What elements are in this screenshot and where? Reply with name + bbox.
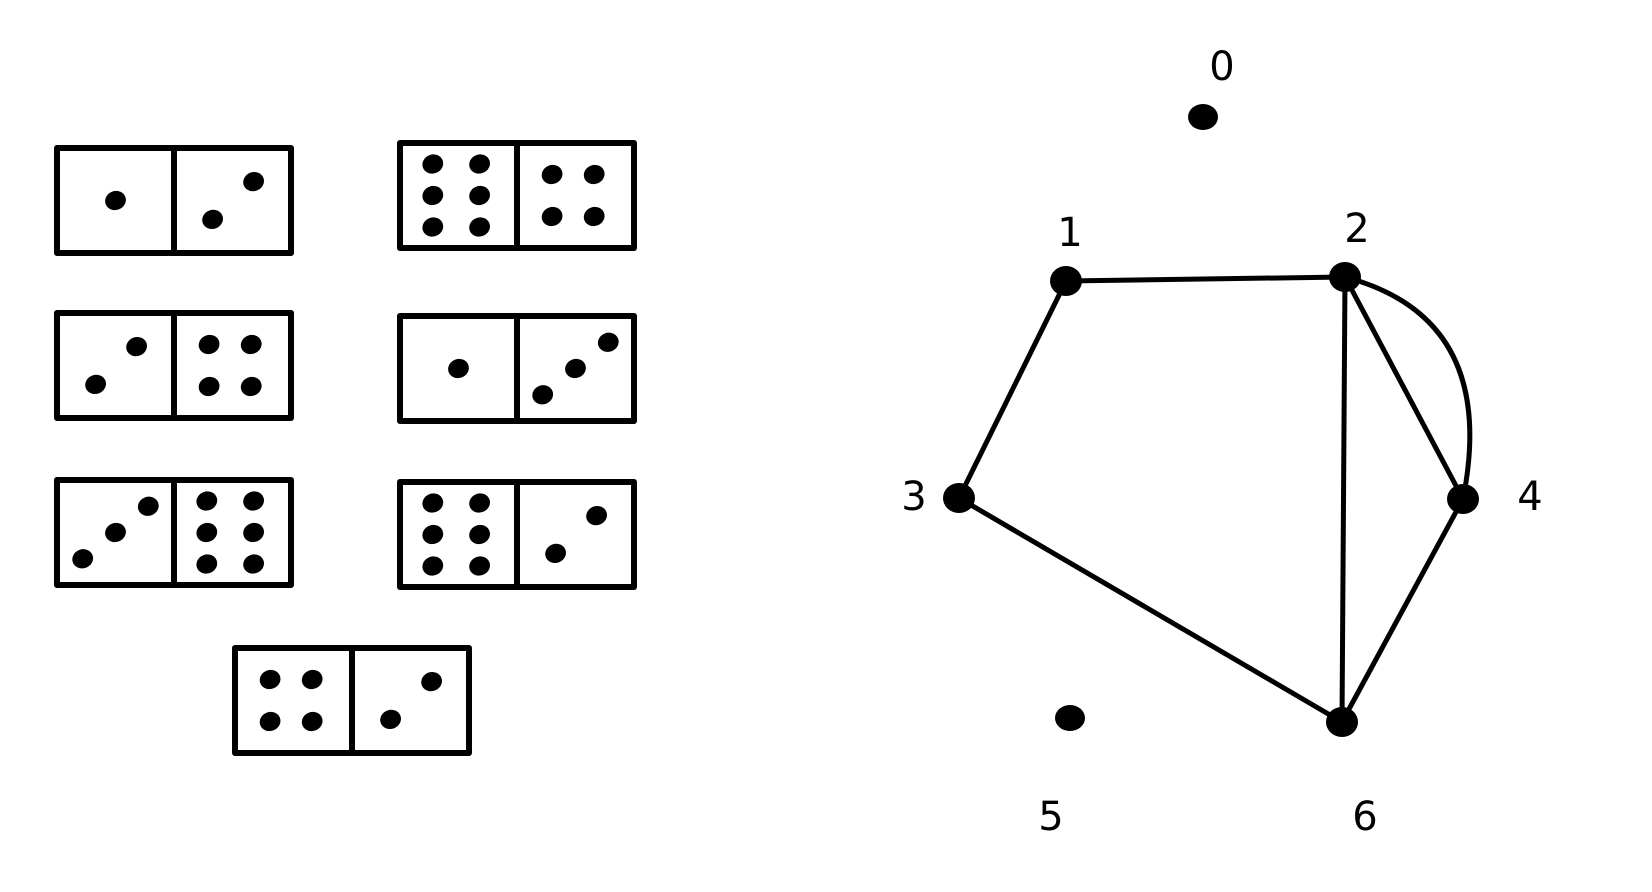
domino-1-left-pip bbox=[105, 190, 126, 211]
graph-vertex-labels: 0 1 2 3 4 5 6 bbox=[901, 44, 1542, 840]
domino-2-right-pip bbox=[583, 164, 605, 185]
domino-6-left-pip bbox=[422, 524, 444, 545]
graph-vertex-label-0: 0 bbox=[1209, 44, 1234, 90]
domino-7-left-pip bbox=[301, 711, 323, 732]
graph-vertex-3 bbox=[943, 483, 975, 513]
domino-2-left-pip bbox=[422, 185, 444, 206]
domino-2-right-pip bbox=[541, 206, 563, 227]
domino-graph: 0 1 2 3 4 5 6 bbox=[901, 44, 1542, 840]
domino-2-left-pip bbox=[422, 217, 444, 237]
domino-tile bbox=[232, 645, 472, 756]
domino-5-left-pip bbox=[137, 496, 159, 516]
domino-7-right-pip bbox=[421, 671, 442, 692]
domino-6-left-pip bbox=[469, 524, 490, 545]
domino-6-right-pip bbox=[586, 505, 607, 526]
graph-vertex-5 bbox=[1055, 705, 1085, 731]
graph-edge-3-6 bbox=[956, 495, 1345, 725]
graph-vertex-label-3: 3 bbox=[901, 474, 926, 520]
graph-vertex-label-1: 1 bbox=[1057, 210, 1082, 256]
graph-edge-1-2 bbox=[1063, 274, 1348, 284]
domino-5-left-pip bbox=[105, 522, 126, 543]
domino-7-left-pip bbox=[301, 669, 323, 690]
domino-tile bbox=[397, 140, 637, 251]
domino-3-right-pip bbox=[240, 334, 262, 355]
domino-4-left-pip bbox=[448, 358, 469, 379]
graph-vertex-6 bbox=[1326, 707, 1358, 737]
graph-vertex-2 bbox=[1329, 262, 1361, 292]
domino-2-right-pip bbox=[583, 206, 605, 227]
domino-3-left-pip bbox=[126, 336, 147, 357]
domino-7-left-pip bbox=[259, 711, 281, 732]
domino-tile bbox=[54, 477, 294, 588]
domino-6-left-pip bbox=[422, 493, 444, 513]
graph-edge-1-3 bbox=[956, 278, 1069, 501]
domino-tile bbox=[54, 145, 294, 256]
domino-5-right-pip bbox=[196, 491, 218, 511]
domino-5-right-pip bbox=[243, 491, 264, 511]
domino-tile bbox=[397, 313, 637, 424]
domino-2-left-pip bbox=[469, 217, 490, 237]
graph-edge-2-4 bbox=[1342, 274, 1466, 502]
graph-edges bbox=[956, 274, 1473, 725]
domino-5-right-pip bbox=[196, 522, 218, 543]
domino-6-right-pip bbox=[545, 543, 566, 564]
domino-4-right-pip bbox=[532, 385, 554, 405]
domino-1-right-pip bbox=[202, 209, 223, 230]
domino-5-right-pip bbox=[196, 554, 218, 574]
domino-3-right-pip bbox=[198, 334, 220, 355]
domino-5-left-pip bbox=[72, 549, 94, 569]
domino-6-left-pip bbox=[469, 493, 490, 513]
graph-vertices bbox=[943, 104, 1479, 737]
domino-7-right-pip bbox=[380, 709, 401, 730]
domino-tile bbox=[397, 479, 637, 590]
graph-vertex-0 bbox=[1188, 104, 1218, 130]
domino-3-right-pip bbox=[198, 376, 220, 397]
domino-3-left-pip bbox=[85, 374, 106, 395]
domino-set bbox=[54, 140, 637, 756]
domino-5-right-pip bbox=[243, 554, 264, 574]
domino-7-left-pip bbox=[259, 669, 281, 690]
graph-edge-4-6 bbox=[1339, 496, 1466, 725]
graph-vertex-4 bbox=[1447, 484, 1479, 514]
domino-6-left-pip bbox=[469, 556, 490, 576]
domino-5-right-pip bbox=[243, 522, 264, 543]
graph-vertex-label-4: 4 bbox=[1517, 474, 1542, 520]
graph-edge-2-4-parallel bbox=[1342, 274, 1473, 502]
domino-3-right-pip bbox=[240, 376, 262, 397]
domino-1-right-pip bbox=[243, 171, 264, 192]
domino-2-left-pip bbox=[469, 154, 490, 174]
domino-2-right-pip bbox=[541, 164, 563, 185]
graph-vertex-1 bbox=[1050, 266, 1082, 296]
graph-edge-6-2 bbox=[1339, 274, 1348, 725]
domino-4-right-pip bbox=[565, 358, 586, 379]
graph-vertex-label-5: 5 bbox=[1038, 794, 1063, 840]
domino-tile bbox=[54, 310, 294, 421]
domino-4-right-pip bbox=[597, 332, 619, 352]
domino-2-left-pip bbox=[422, 154, 444, 174]
graph-vertex-label-6: 6 bbox=[1352, 794, 1377, 840]
graph-vertex-label-2: 2 bbox=[1344, 206, 1369, 252]
domino-6-left-pip bbox=[422, 556, 444, 576]
domino-2-left-pip bbox=[469, 185, 490, 206]
